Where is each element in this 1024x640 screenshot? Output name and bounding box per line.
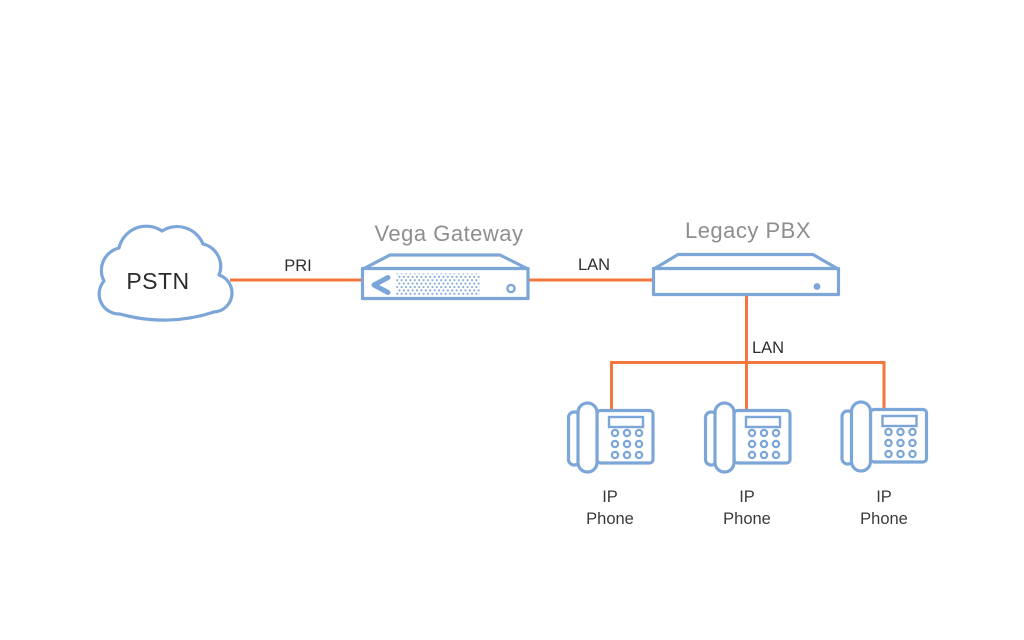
ip-phone-label-3-line1: IP [876, 488, 892, 506]
pstn-cloud-icon [97, 224, 234, 322]
gateway-led-icon [506, 283, 516, 294]
ip-phone-label-1-line1: IP [602, 488, 618, 506]
gateway-title: Vega Gateway [374, 221, 524, 246]
ip-phone-icon-1 [566, 401, 655, 474]
pri-link-label: PRI [284, 257, 312, 275]
ip-phone-label-1: IP Phone [570, 486, 650, 530]
lan-branch-label: LAN [752, 339, 785, 357]
pbx-led-icon [813, 283, 821, 290]
pstn-cloud-label: PSTN [126, 268, 190, 294]
ip-phone-label-1-line2: Phone [586, 510, 634, 528]
ip-phone-label-2: IP Phone [707, 486, 787, 530]
ip-phone-icon-3 [840, 400, 929, 473]
ip-phone-label-3-line2: Phone [860, 510, 908, 528]
pbx-front-face [651, 266, 841, 297]
lan-link-label: LAN [577, 256, 611, 274]
ip-phone-label-2-line1: IP [739, 488, 755, 506]
pbx-title: Legacy PBX [684, 218, 812, 243]
gateway-vent-grid [396, 273, 480, 296]
pbx-top-face [652, 252, 840, 271]
legacy-pbx-device-icon [651, 252, 841, 297]
vega-gateway-device-icon [360, 253, 530, 301]
gateway-brand-chevron-icon [371, 275, 391, 295]
lan-branch-line [610, 361, 886, 414]
ip-phone-label-3: IP Phone [844, 486, 924, 530]
ip-phone-label-2-line2: Phone [723, 510, 771, 528]
ip-phone-icon-2 [703, 401, 792, 474]
